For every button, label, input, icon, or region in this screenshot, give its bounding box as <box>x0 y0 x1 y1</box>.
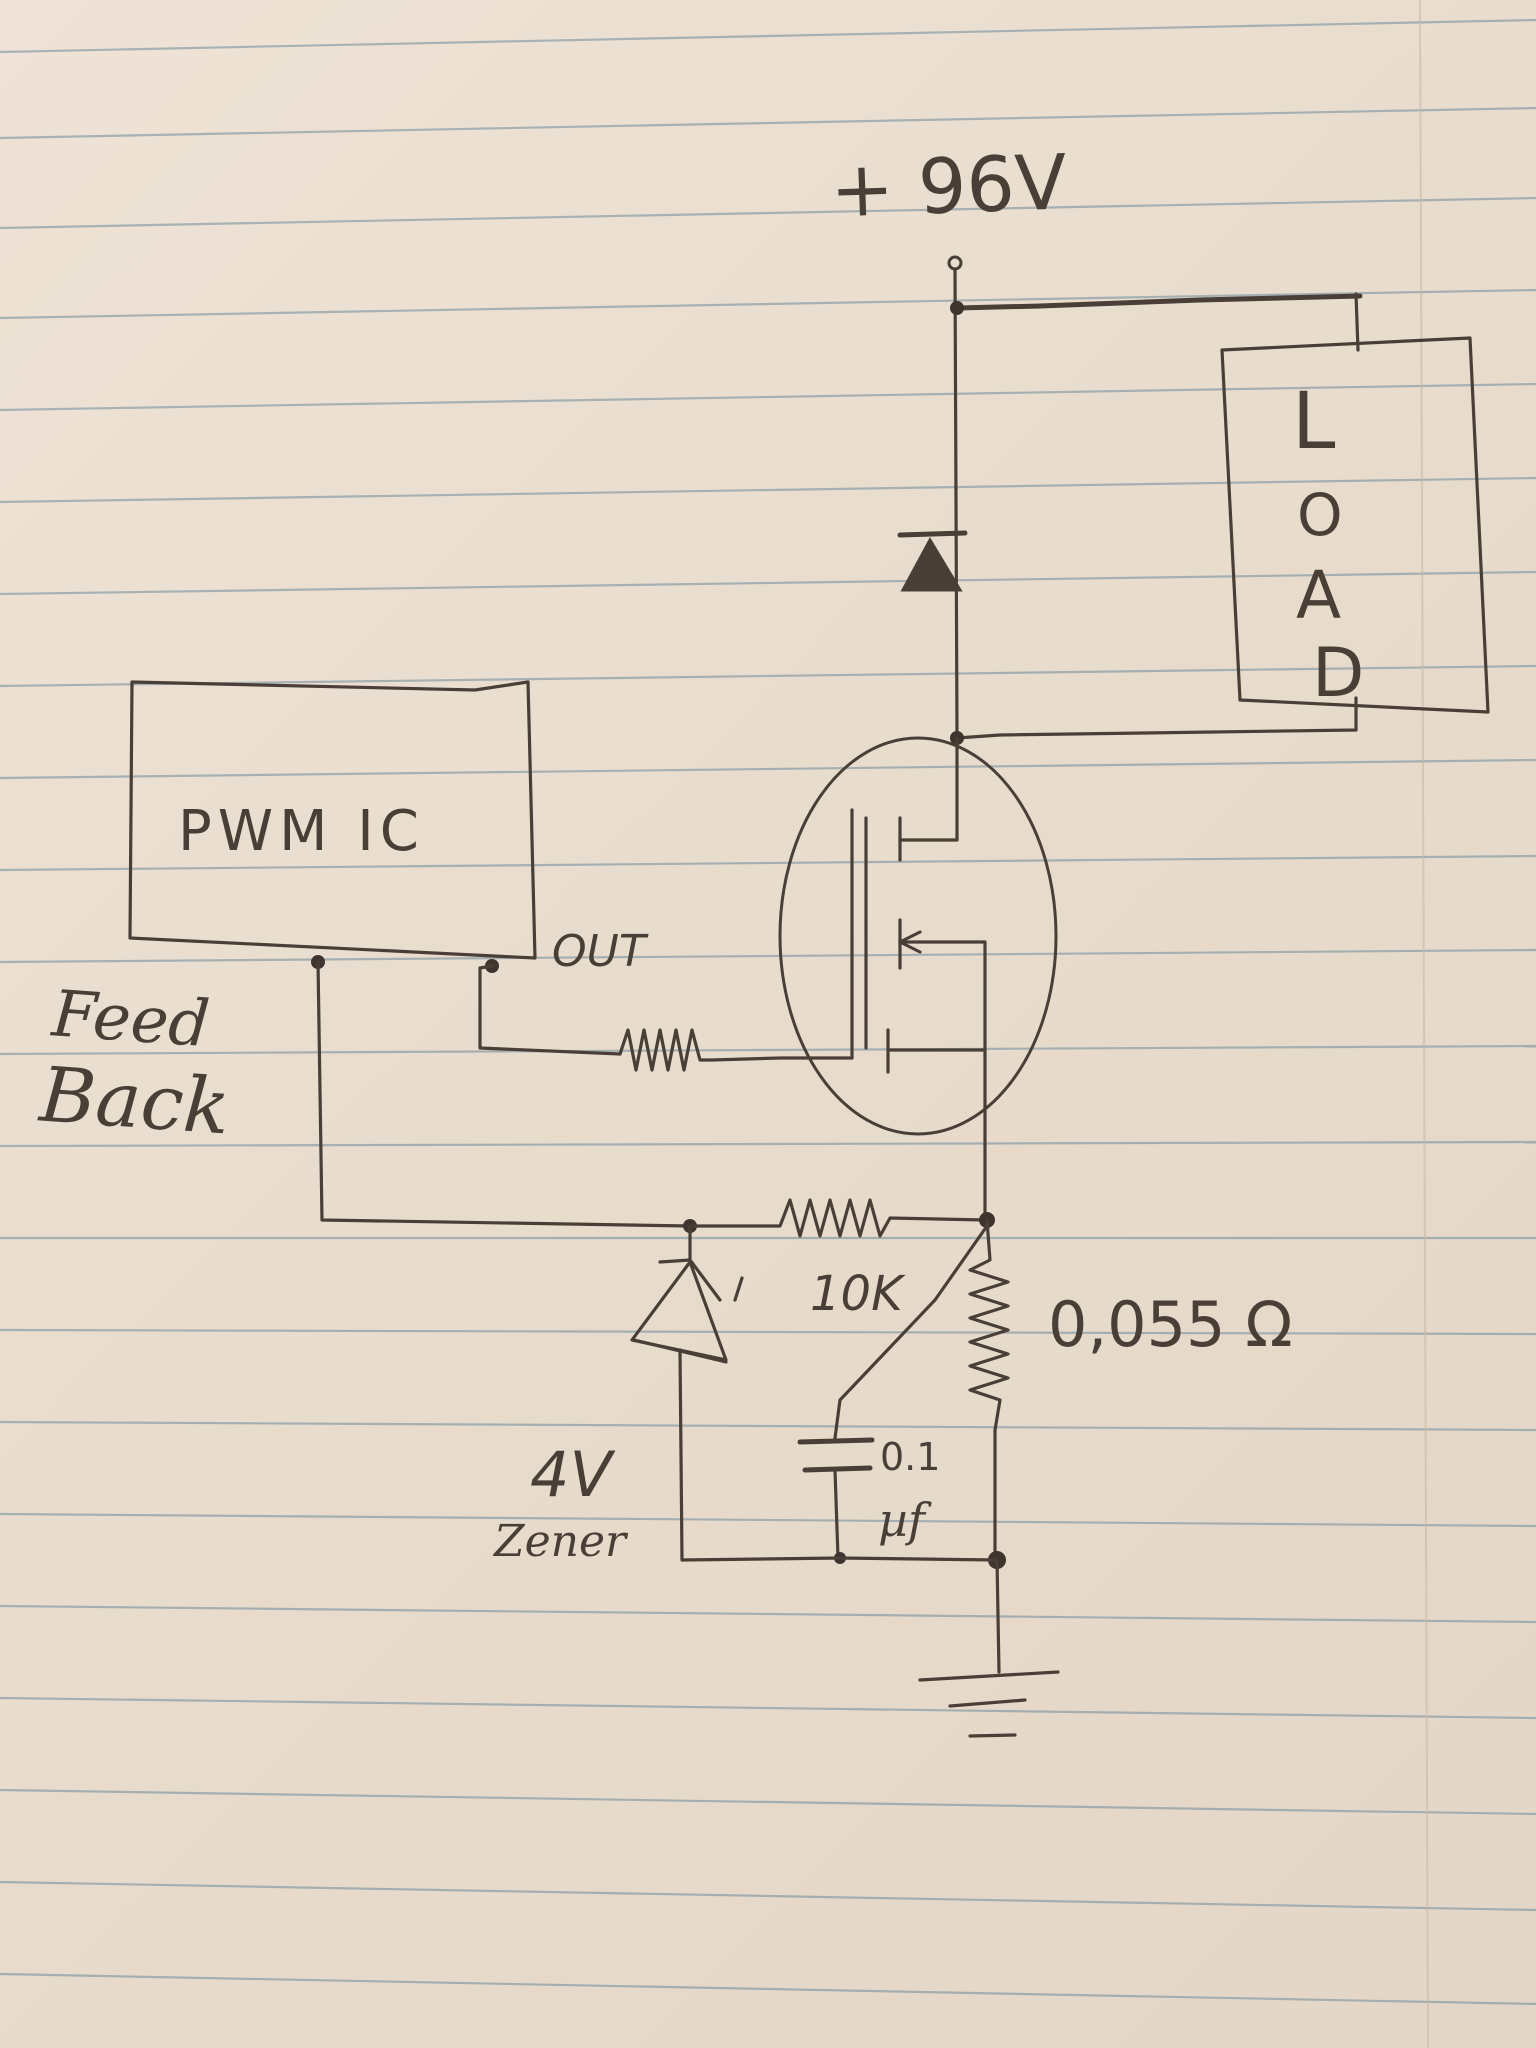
filter-capacitor <box>797 1224 989 1564</box>
zener-label: Zener <box>492 1516 629 1567</box>
zener-voltage-label: 4V <box>530 1438 616 1511</box>
feedback-label-line1: Feed <box>49 977 212 1062</box>
freewheel-diode <box>897 530 968 592</box>
load-letter-3: A <box>1296 557 1341 634</box>
feedback-wire <box>311 955 697 1233</box>
shunt-resistor <box>968 1218 1010 1569</box>
out-label: OUT <box>552 926 649 977</box>
resistor-10k <box>688 1198 995 1238</box>
supply-label: + 96V <box>829 137 1069 234</box>
pwm-ic-box <box>128 680 537 960</box>
load-letter-2: O <box>1297 481 1343 549</box>
load-letter-4: D <box>1312 634 1364 713</box>
capacitor-unit-label: µf <box>878 1493 932 1547</box>
mosfet <box>778 736 1058 1222</box>
gate-resistor <box>478 959 782 1072</box>
capacitor-value-label: 0.1 <box>880 1435 940 1479</box>
feedback-label-line2: Back <box>35 1049 233 1151</box>
supply-rail <box>947 255 1363 737</box>
ground-symbol <box>918 1558 1060 1738</box>
shunt-label: 0,055 Ω <box>1048 1288 1293 1361</box>
resistor-10k-label: 10K <box>810 1266 906 1322</box>
zener-diode <box>630 1224 999 1562</box>
load-label: L O A D <box>1292 377 1364 713</box>
pwm-ic-label: PWM IC <box>178 799 425 864</box>
load-box <box>950 336 1490 745</box>
load-letter-1: L <box>1292 377 1336 467</box>
